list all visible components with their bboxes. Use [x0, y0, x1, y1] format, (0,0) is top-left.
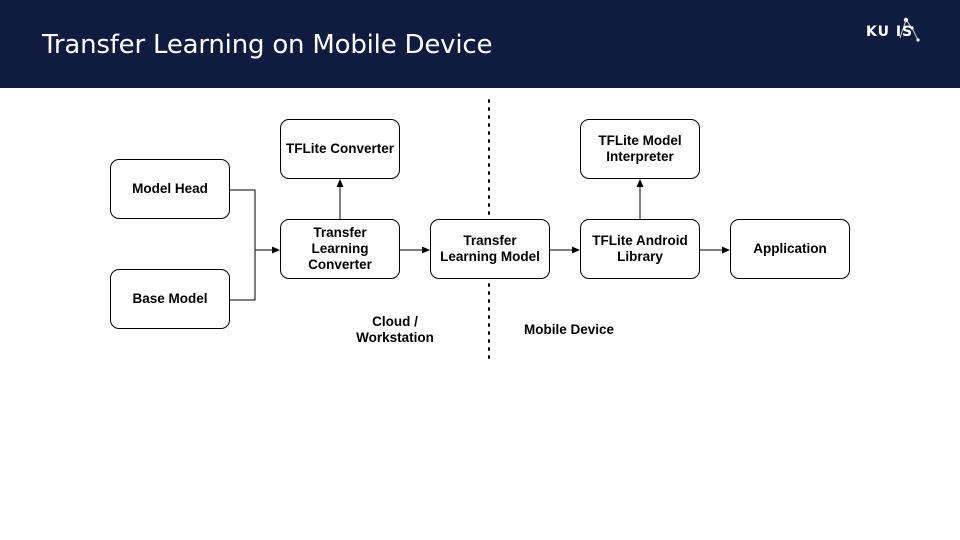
node-application: Application [730, 219, 850, 279]
slide-title: Transfer Learning on Mobile Device [42, 30, 493, 60]
node-model-head: Model Head [110, 159, 230, 219]
edge-base-model-to-converter [230, 250, 256, 301]
zone-label-mobile: Mobile Device [523, 322, 615, 337]
transfer-learning-diagram: Model Head Base Model TFLite Converter T… [0, 88, 960, 540]
node-tflite-model-interpreter: TFLite Model Interpreter [580, 119, 700, 179]
slide-header: Transfer Learning on Mobile Device KU IS [0, 0, 960, 88]
node-tflite-converter: TFLite Converter [280, 119, 400, 179]
logo-text: KU IS [866, 24, 914, 40]
node-transfer-learning-converter: Transfer Learning Converter [280, 219, 400, 279]
node-base-model: Base Model [110, 269, 230, 329]
kuis-logo: KU IS [862, 14, 942, 46]
node-tflite-android-library: TFLite Android Library [580, 219, 700, 279]
node-transfer-learning-model: Transfer Learning Model [430, 219, 550, 279]
edge-model-head-to-converter [230, 189, 256, 250]
zone-label-cloud: Cloud / Workstation [356, 314, 434, 345]
logo-constellation-icon [899, 17, 920, 42]
